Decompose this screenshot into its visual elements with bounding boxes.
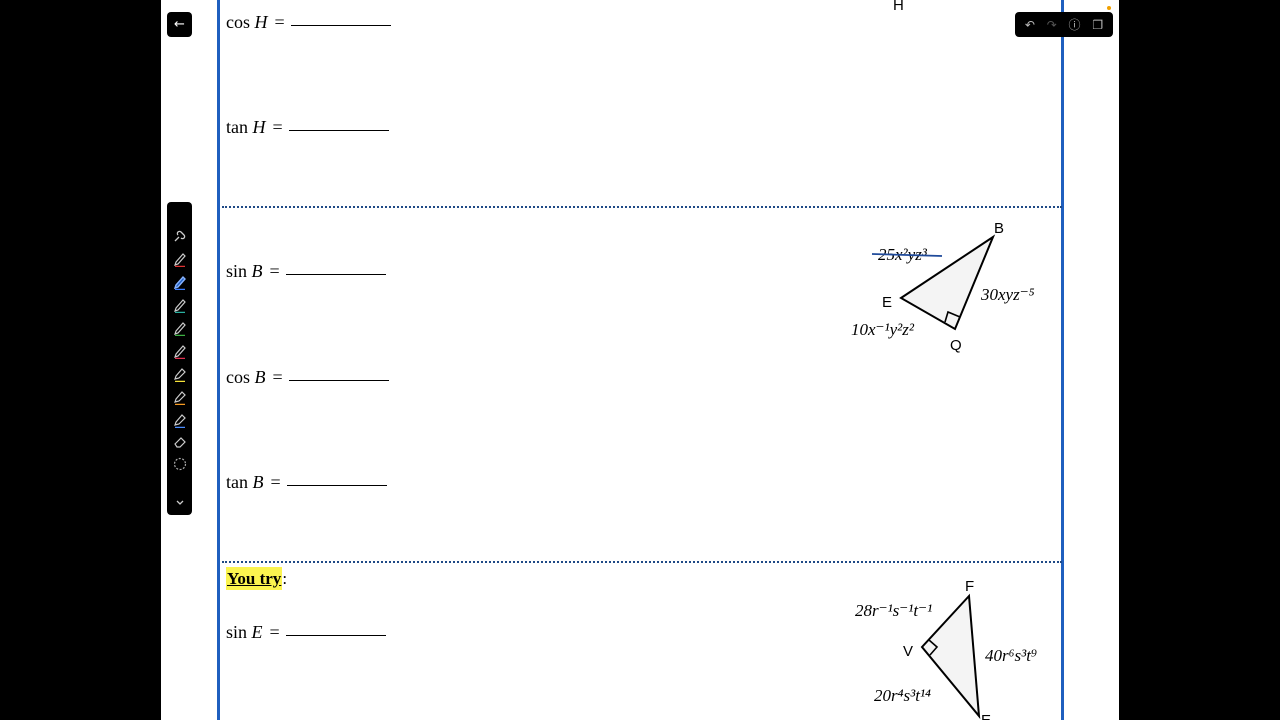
triangle-fve: [920, 593, 981, 720]
pen-blue-icon[interactable]: [171, 273, 188, 290]
question-tan-h: tan H =: [226, 117, 389, 138]
func-label: sin: [226, 261, 248, 281]
pen-teal-icon[interactable]: [171, 296, 188, 313]
equals-sign: =: [269, 622, 280, 642]
right-angle-marker: [928, 639, 939, 656]
you-try-label: You try: [226, 567, 283, 590]
equals-sign: =: [269, 261, 280, 281]
worksheet-page: [161, 0, 1119, 720]
lasso-icon[interactable]: [171, 455, 188, 472]
question-sin-e: sin E =: [226, 622, 386, 643]
highlighter-orange-icon[interactable]: [171, 388, 188, 405]
triangle-ebq: [899, 234, 996, 331]
tool-palette: [167, 202, 192, 515]
answer-blank[interactable]: [290, 25, 391, 26]
undo-icon[interactable]: ↶: [1024, 17, 1035, 32]
func-label: tan: [226, 472, 248, 492]
angle-var: H: [252, 117, 266, 137]
angle-var: B: [254, 367, 266, 387]
equals-sign: =: [270, 472, 281, 492]
question-cos-h: cos H =: [226, 12, 391, 33]
side-fe-label: 40r⁶s³t⁹: [985, 646, 1037, 665]
answer-blank[interactable]: [286, 485, 387, 486]
notification-dot: [1107, 6, 1111, 10]
equals-sign: =: [272, 367, 283, 387]
right-angle-marker: [944, 310, 961, 323]
section-divider: [222, 561, 1062, 563]
info-icon[interactable]: ⓘ: [1068, 18, 1081, 32]
section-divider: [222, 206, 1062, 208]
side-bq-label: 30xyz⁻⁵: [980, 285, 1035, 304]
vertex-v-label: V: [903, 643, 913, 660]
pen-red2-icon[interactable]: [171, 342, 188, 359]
question-tan-b: tan B =: [226, 472, 387, 493]
vertex-h-label: H: [893, 0, 904, 14]
right-margin-line: [1061, 0, 1064, 720]
back-button[interactable]: ←: [167, 12, 192, 37]
angle-var: E: [251, 622, 263, 642]
link-pen-icon[interactable]: [171, 227, 188, 244]
equals-sign: =: [274, 12, 285, 32]
left-margin-line: [217, 0, 220, 720]
highlighter-blue-icon[interactable]: [171, 411, 188, 428]
copy-pages-icon[interactable]: ❐: [1092, 17, 1104, 32]
eraser-icon[interactable]: [171, 433, 188, 450]
func-label: cos: [226, 12, 250, 32]
side-ve-label: 20r⁴s³t¹⁴: [874, 686, 931, 705]
vertex-e-label: E: [882, 294, 892, 311]
vertex-f-label: F: [965, 578, 974, 595]
func-label: tan: [226, 117, 248, 137]
you-try-heading: You try:: [226, 567, 288, 590]
angle-var: B: [251, 261, 263, 281]
highlighter-yellow-icon[interactable]: [171, 365, 188, 382]
you-try-colon: :: [282, 569, 288, 588]
vertex-e-label: E: [981, 712, 991, 720]
func-label: cos: [226, 367, 250, 387]
question-cos-b: cos B =: [226, 367, 389, 388]
func-label: sin: [226, 622, 248, 642]
strikethrough-mark: [871, 253, 943, 257]
top-right-toolbar: ↶ ↷ ⓘ ❐: [1015, 12, 1113, 37]
side-eq-label: 10x⁻¹y²z²: [851, 320, 915, 339]
answer-blank[interactable]: [288, 130, 389, 131]
angle-var: H: [254, 12, 268, 32]
chevron-down-icon[interactable]: [171, 494, 188, 511]
angle-var: B: [252, 472, 264, 492]
side-vf-label: 28r⁻¹s⁻¹t⁻¹: [855, 601, 932, 620]
pen-green-icon[interactable]: [171, 319, 188, 336]
equals-sign: =: [272, 117, 283, 137]
answer-blank[interactable]: [285, 635, 386, 636]
vertex-b-label: B: [994, 220, 1004, 237]
redo-icon[interactable]: ↷: [1046, 17, 1057, 32]
vertex-q-label: Q: [950, 337, 962, 354]
answer-blank[interactable]: [285, 274, 386, 275]
answer-blank[interactable]: [288, 380, 389, 381]
question-sin-b: sin B =: [226, 261, 386, 282]
arrow-left-icon: ←: [174, 17, 185, 32]
pen-red-icon[interactable]: [171, 250, 188, 267]
